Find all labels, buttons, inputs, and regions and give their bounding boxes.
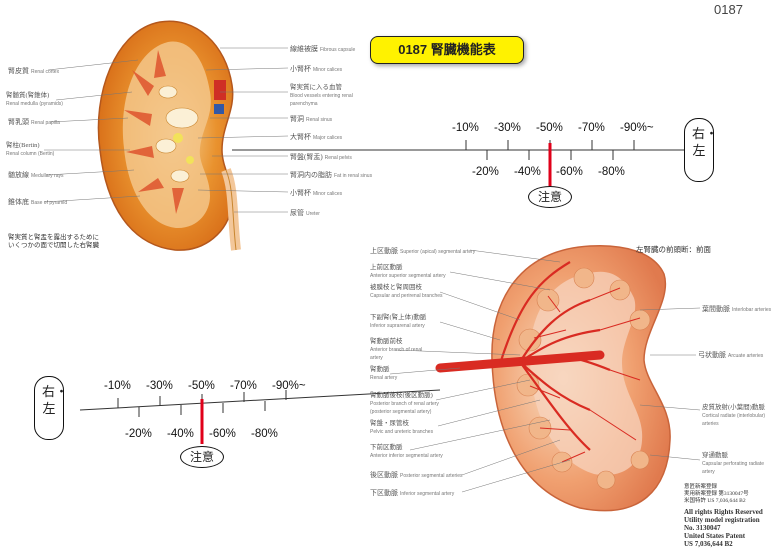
upper-caution-badge: 注意	[528, 186, 572, 208]
lower-scale-label-50: -50%	[188, 380, 215, 392]
lower-scale-label-40: -40%	[167, 428, 194, 440]
upper-scale-label-60: -60%	[556, 166, 583, 178]
upper-scale-label-70: -70%	[578, 122, 605, 134]
upper-side-text: 右・左	[692, 126, 719, 158]
lower-scale-label-30: -30%	[146, 380, 173, 392]
lower-scale-label-80: -80%	[251, 428, 278, 440]
top-leader-lines	[43, 47, 289, 213]
lower-caution-badge: 注意	[180, 446, 224, 468]
lower-scale-label-10: -10%	[104, 380, 131, 392]
bottom-leader-lines	[389, 249, 701, 493]
lower-scale-axis	[79, 389, 441, 411]
upper-side-box: 右・左	[684, 118, 719, 182]
upper-scale-label-90: -90%~	[620, 122, 654, 134]
upper-scale-label-30: -30%	[494, 122, 521, 134]
upper-scale-label-40: -40%	[514, 166, 541, 178]
upper-scale-label-10: -10%	[452, 122, 479, 134]
label-renal-medulla: 腎髄質(腎錐体)Renal medulla (pyramids)	[6, 92, 63, 107]
lower-scale-label-90: -90%~	[272, 380, 306, 392]
upper-scale-label-20: -20%	[472, 166, 499, 178]
right-kidney-illustration	[97, 20, 241, 251]
lower-scale-label-60: -60%	[209, 428, 236, 440]
copyright-small: 意匠新案登録 実用新案登録 第3130047号 米国特許 US 7,036,64…	[684, 484, 749, 504]
label-renal-pelvis: 腎盤(腎盂)Renal pelvis	[290, 153, 352, 161]
lower-scale-label-20: -20%	[125, 428, 152, 440]
bottom-heading: 左腎臓の前頭断：前面	[636, 245, 711, 254]
lower-side-box: 右・左	[34, 376, 69, 440]
left-kidney-illustration	[435, 244, 671, 512]
page-number: 0187	[714, 2, 743, 17]
label-posterior-branch: 腎動脈後枝(後区動脈)Posterior branch of renal art…	[370, 392, 439, 415]
lower-scale-label-70: -70%	[230, 380, 257, 392]
lower-scale	[79, 389, 441, 444]
lower-side-text: 右・左	[42, 384, 69, 416]
top-caption: 腎実質と腎盂を露出するために いくつかの面で切開した右腎臓	[8, 234, 99, 249]
copyright-big: All rights Rights Reserved Utility model…	[684, 508, 763, 548]
label-renal-column: 腎柱(Bertin)Renal column (Bertin)	[6, 142, 55, 157]
upper-scale-label-80: -80%	[598, 166, 625, 178]
upper-scale-label-50: -50%	[536, 122, 563, 134]
title-label: 0187 腎臓機能表	[370, 36, 524, 64]
upper-scale	[232, 140, 684, 186]
